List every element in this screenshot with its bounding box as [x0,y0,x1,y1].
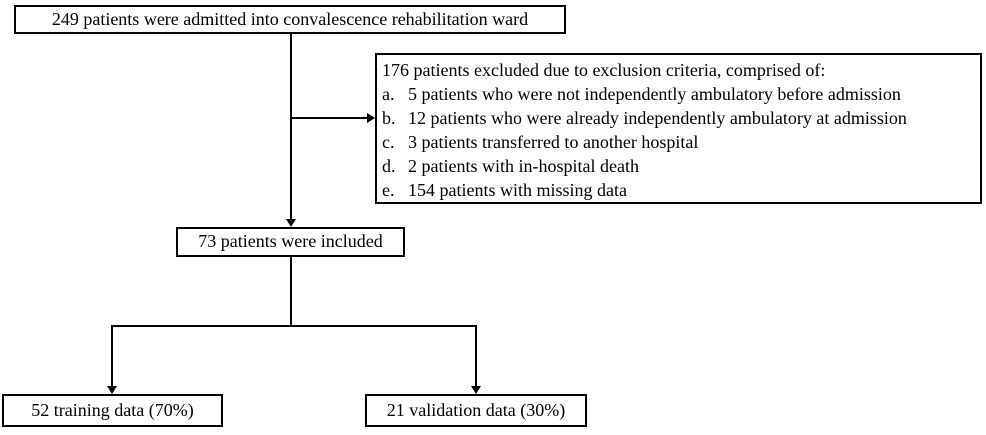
connector-included-stem [290,257,292,326]
validation-data-box: 21 validation data (30%) [365,394,587,427]
arrowhead-into-training-icon [107,386,117,394]
exclusion-item-b-label: b. [382,108,396,128]
connector-to-exclusion [291,117,367,119]
validation-data-text: 21 validation data (30%) [386,399,566,420]
exclusion-item-a: a. 5 patients who were not independently… [382,82,974,106]
arrowhead-into-included-icon [286,219,296,227]
connector-branch-horizontal [111,325,477,327]
training-data-box: 52 training data (70%) [2,394,223,427]
exclusion-item-a-label: a. [382,84,395,104]
connector-admitted-to-included [290,34,292,220]
exclusion-item-c-label: c. [382,132,395,152]
exclusion-criteria-box: 176 patients excluded due to exclusion c… [375,53,982,204]
exclusion-item-e-text: 154 patients with missing data [408,180,627,200]
included-patients-box: 73 patients were included [176,227,405,257]
training-data-text: 52 training data (70%) [31,399,194,420]
exclusion-item-d: d. 2 patients with in-hospital death [382,154,974,178]
exclusion-item-d-text: 2 patients with in-hospital death [408,156,639,176]
admitted-patients-text: 249 patients were admitted into convales… [51,8,529,29]
exclusion-item-e-label: e. [382,180,395,200]
admitted-patients-box: 249 patients were admitted into convales… [14,5,566,34]
exclusion-item-b: b. 12 patients who were already independ… [382,106,974,130]
connector-branch-to-training [111,326,113,386]
connector-branch-to-validation [475,326,477,386]
included-patients-text: 73 patients were included [198,231,383,252]
exclusion-item-d-label: d. [382,156,396,176]
exclusion-item-c: c. 3 patients transferred to another hos… [382,130,974,154]
exclusion-header: 176 patients excluded due to exclusion c… [382,60,826,80]
exclusion-item-e: e. 154 patients with missing data [382,178,974,202]
exclusion-item-b-text: 12 patients who were already independent… [408,108,907,128]
arrowhead-into-exclusion-icon [367,113,375,123]
exclusion-item-a-text: 5 patients who were not independently am… [408,84,901,104]
arrowhead-into-validation-icon [471,386,481,394]
exclusion-item-c-text: 3 patients transferred to another hospit… [408,132,699,152]
